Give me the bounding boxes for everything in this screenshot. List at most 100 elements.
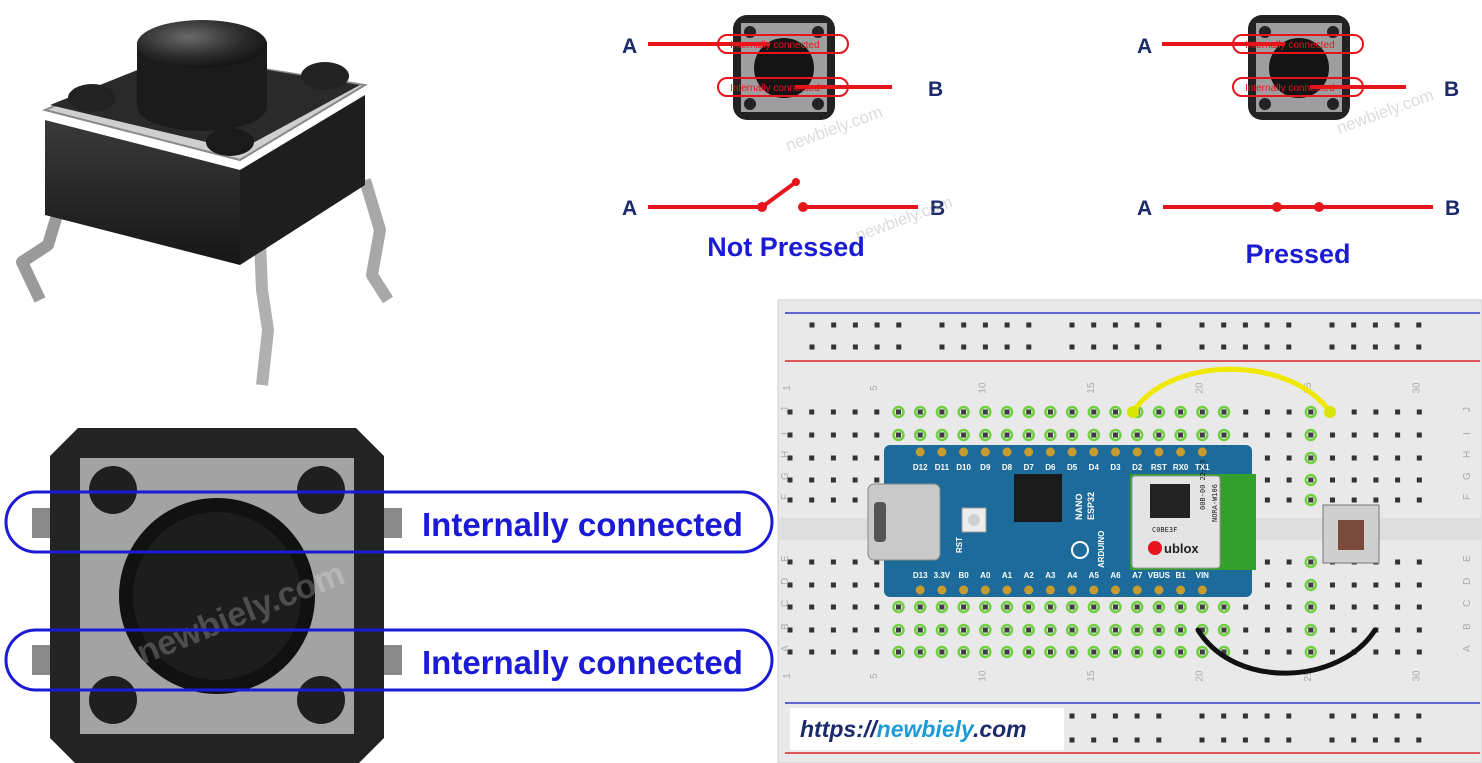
rail-hole	[1221, 344, 1227, 350]
row-label: J	[1462, 407, 1473, 412]
connected-hole-ring	[1174, 645, 1187, 659]
switch-leg	[16, 203, 66, 303]
pressed-panel: Internally connected Internally connecte…	[1137, 15, 1460, 269]
terminal-hole	[1351, 409, 1357, 415]
row-label: D	[1462, 578, 1473, 585]
internal-tag-outline	[717, 77, 849, 97]
terminal-hole	[1395, 604, 1401, 610]
connected-hole-ring	[1152, 428, 1166, 442]
terminal-hole	[939, 627, 945, 633]
rail-hole	[1351, 713, 1357, 719]
mini-switch-dot	[1327, 98, 1339, 110]
row-label: C	[1462, 600, 1473, 607]
arduino-pin-label-top: D5	[1067, 463, 1078, 472]
terminal-hole	[917, 432, 923, 438]
terminal-hole	[1330, 477, 1335, 483]
rail-hole	[1091, 737, 1097, 743]
terminal-hole	[830, 409, 836, 415]
rail-hole	[1004, 344, 1010, 350]
terminal-hole	[1047, 409, 1053, 415]
arduino-pin	[1132, 447, 1142, 457]
schematic-b-label: B	[1445, 197, 1460, 220]
row-label: H	[1462, 451, 1473, 458]
terminal-hole	[830, 497, 836, 503]
connected-hole-ring	[1304, 473, 1318, 487]
arduino-pin-label-top: D6	[1045, 463, 1056, 472]
board-model-1: NANO	[1074, 494, 1084, 521]
connected-hole-ring	[892, 428, 905, 442]
terminal-hole	[830, 582, 836, 588]
rail-hole	[1221, 713, 1227, 719]
terminal-hole	[1156, 627, 1162, 633]
terminal-hole	[1047, 649, 1053, 655]
switch-leg	[254, 239, 274, 386]
rail-hole	[1329, 344, 1335, 350]
rail-hole	[1156, 737, 1162, 743]
terminal-hole	[830, 477, 836, 483]
row-label: J	[780, 407, 791, 412]
terminal-hole	[1004, 604, 1010, 610]
terminal-hole	[1351, 582, 1357, 588]
arduino-pin-label-top: RX0	[1173, 463, 1189, 472]
terminal-hole	[1264, 497, 1270, 503]
arduino-pin-label-bottom: D13	[913, 571, 928, 580]
schematic-contact	[757, 202, 767, 212]
connected-hole-ring	[1304, 555, 1318, 569]
terminal-hole	[896, 432, 901, 438]
arduino-pin	[1197, 585, 1207, 595]
terminal-hole	[874, 455, 880, 461]
rail-hole	[1112, 322, 1118, 328]
terminal-hole	[1395, 627, 1401, 633]
terminal-hole	[982, 604, 988, 610]
terminal-hole	[1178, 627, 1184, 633]
arduino-pin	[1067, 447, 1077, 457]
terminal-hole	[1286, 627, 1292, 633]
terminal-hole	[852, 582, 858, 588]
terminal-hole	[787, 604, 793, 610]
rail-hole	[1004, 322, 1010, 328]
internal-tag-outline	[1232, 77, 1364, 97]
usb-c-opening	[874, 502, 886, 542]
connected-hole-ring	[979, 600, 992, 614]
terminal-hole	[939, 409, 945, 415]
terminal-hole	[1308, 649, 1314, 655]
column-label: 30	[1411, 670, 1422, 682]
connected-hole-ring	[1109, 645, 1122, 659]
connected-hole-ring	[892, 623, 905, 637]
internal-tag-top: Internally connected	[1245, 40, 1335, 51]
connected-hole-ring	[1022, 645, 1035, 659]
terminal-hole	[1286, 604, 1292, 610]
terminal-hole	[787, 455, 793, 461]
jumper-wire-yellow	[1130, 366, 1333, 415]
terminal-hole	[1199, 649, 1205, 655]
terminal-hole	[787, 477, 793, 483]
connected-hole-ring	[1000, 645, 1014, 659]
row-label: I	[780, 432, 791, 435]
row-label: B	[780, 623, 791, 630]
column-label: 10	[977, 670, 988, 682]
rail-hole	[896, 344, 902, 350]
mini-switch-dot	[1327, 26, 1339, 38]
terminal-hole	[809, 582, 815, 588]
terminal-hole	[1069, 604, 1075, 610]
ublox-logo	[1148, 541, 1162, 555]
switch-pin	[32, 645, 54, 675]
schematic-contact	[798, 202, 808, 212]
terminal-hole	[1373, 432, 1379, 438]
connected-hole-ring	[1196, 405, 1209, 419]
terminal-hole	[1286, 649, 1292, 655]
url-text: https://newbiely.com	[800, 716, 1027, 742]
terminal-hole	[1308, 477, 1314, 483]
rail-hole	[896, 322, 902, 328]
switch-corner-dot	[297, 676, 345, 724]
terminal-hole	[787, 582, 793, 588]
internal-connection-label-top: Internally connected	[422, 506, 743, 543]
arduino-pin-label-bottom: A3	[1045, 571, 1056, 580]
mini-switch-dot	[1259, 98, 1271, 110]
rail-hole	[982, 344, 988, 350]
rail-hole	[1156, 322, 1162, 328]
connected-hole-ring	[1152, 645, 1166, 659]
arduino-pin-label-bottom: A6	[1110, 571, 1121, 580]
switch-body-right	[240, 95, 365, 265]
not-pressed-panel: Internally connected Internally connecte…	[622, 15, 955, 262]
